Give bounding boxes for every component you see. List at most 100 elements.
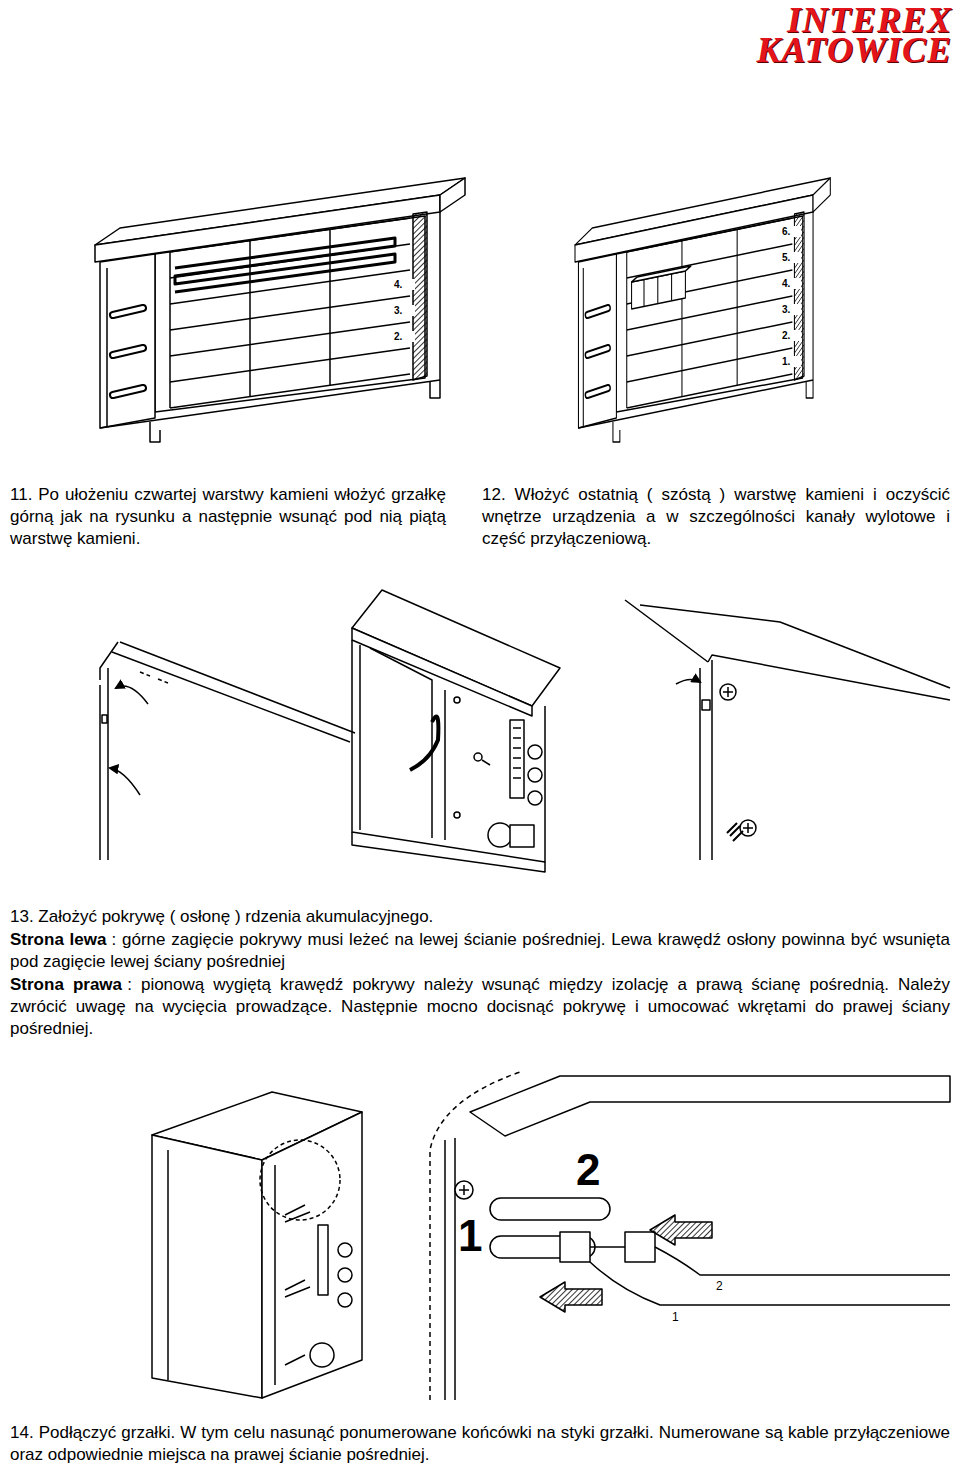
step-14-left-figure [310, 1343, 334, 1367]
instruction-text: Strona lewa: górne zagięcie pokrywy musi… [10, 929, 950, 973]
company-logo: INTEREX [690, 4, 952, 36]
step-14-detail [590, 1262, 950, 1305]
step-12-figure [575, 178, 830, 442]
step-13-middle-figure [474, 753, 482, 761]
step-13-right-detail [740, 820, 756, 836]
step-11-figure [95, 178, 465, 442]
layer-number: 3. [781, 304, 801, 315]
layer-number: 1. [781, 356, 801, 367]
step-13-right-detail [708, 655, 950, 700]
step-13-middle-figure [528, 745, 542, 759]
step-13-right-detail [720, 684, 736, 700]
step-14-detail [454, 1138, 456, 1400]
step-14-left-figure [338, 1293, 352, 1307]
step-11-figure [175, 238, 395, 292]
layer-number: 2. [394, 331, 414, 342]
layer-number: 4. [394, 279, 414, 290]
instruction-text: 13. Założyć pokrywę ( osłonę ) rdzenia a… [10, 906, 950, 928]
step-14-left-figure [152, 1135, 262, 1398]
step-14-detail [444, 1140, 446, 1400]
step-14-left-figure [338, 1268, 352, 1282]
step-13-left-detail [120, 642, 355, 733]
step-14-detail [430, 1072, 950, 1400]
layer-number: 3. [394, 305, 414, 316]
step-13-right-detail [723, 687, 733, 697]
step-12-figure [632, 266, 691, 282]
step-13-left-detail [140, 672, 168, 683]
section-heading: Strona lewa [10, 930, 106, 949]
step-13-middle-figure [510, 825, 534, 847]
callout-number: 2 [576, 1148, 610, 1192]
step-14-detail [650, 1215, 712, 1245]
layer-number: 1. [782, 356, 800, 367]
layer-number: 6. [781, 226, 801, 237]
step-13-right-detail [699, 668, 701, 860]
step-14-detail [470, 1076, 950, 1136]
step-14-left-figure [274, 1165, 276, 1385]
instruction-text: Strona prawa: pionową wygiętą krawędź po… [10, 974, 950, 1040]
layer-number: 5. [781, 252, 801, 263]
step-13-right-detail [640, 605, 950, 688]
wire-number: 2 [716, 1280, 730, 1293]
layer-number: 4. [781, 278, 801, 289]
step-13-right-detail [702, 700, 710, 710]
step-12-figure [575, 178, 830, 442]
layer-number: 3. [393, 305, 415, 316]
step-14-left-figure [318, 1225, 328, 1295]
step-13-left-detail [107, 668, 109, 860]
step-13-middle-figure [513, 728, 521, 778]
step-13-left-detail [112, 652, 350, 742]
layer-number: 4. [393, 279, 415, 290]
layer-number: 5. [782, 252, 800, 263]
step-14-left-figure [152, 1092, 362, 1398]
step-14-left-figure [262, 1112, 362, 1398]
step-11-figure [95, 178, 465, 442]
step-14-detail [455, 1181, 473, 1199]
section-heading: Strona prawa [10, 975, 122, 994]
step-13-middle-figure [352, 628, 532, 716]
step-13-middle-figure [528, 768, 542, 782]
step-13-left-detail [102, 715, 107, 723]
step-13-middle-figure [488, 823, 512, 847]
step-12-figure [657, 277, 658, 303]
wire-number: 2 [716, 1280, 730, 1293]
instruction-text: 11. Po ułożeniu czwartej warstwy kamieni… [10, 484, 446, 550]
instruction-text: 14. Podłączyć grzałki. W tym celu nasuną… [10, 1422, 950, 1466]
step-13-left-detail [100, 642, 355, 860]
instruction-text: 14. Podłączyć grzałki. W tym celu nasuną… [10, 1422, 950, 1466]
step-14-detail [459, 1185, 469, 1195]
step-14-detail [655, 1247, 950, 1275]
step-13-middle-figure [370, 648, 432, 838]
step-13-right-detail [727, 823, 743, 841]
step-12-figure [671, 274, 672, 300]
step-13-right-detail [625, 600, 950, 860]
wire-number: 1 [672, 1311, 686, 1324]
step-14-left-figure [285, 1205, 310, 1365]
company-logo: KATOWICE [690, 34, 952, 66]
step-14-detail [490, 1198, 610, 1220]
instruction-text: 13. Założyć pokrywę ( osłonę ) rdzenia a… [10, 906, 950, 928]
layer-number: 2. [781, 330, 801, 341]
instruction-text: 12. Włożyć ostatnią ( szóstą ) warstwę k… [482, 484, 950, 550]
step-13-left-detail [110, 768, 140, 795]
step-14-detail [590, 1246, 625, 1248]
company-logo: KATOWICE [690, 34, 952, 66]
layer-number: 2. [782, 330, 800, 341]
step-13-middle-figure [454, 697, 460, 703]
step-13-middle-figure [482, 760, 490, 765]
step-14-left-figure [338, 1243, 352, 1257]
callout-number: 1 [458, 1214, 488, 1258]
instruction-text: 11. Po ułożeniu czwartej warstwy kamieni… [10, 484, 446, 550]
step-13-right-detail [743, 823, 753, 833]
step-13-middle-figure [528, 791, 542, 805]
company-logo: INTEREX [690, 4, 952, 36]
callout-number: 1 [458, 1214, 488, 1258]
instruction-text: : pionową wygiętą krawędź pokrywy należy… [10, 975, 950, 1038]
step-14-detail [560, 1232, 590, 1262]
step-13-left-detail [116, 686, 148, 704]
step-13-middle-figure [410, 716, 438, 770]
instruction-text: : górne zagięcie pokrywy musi leżeć na l… [10, 930, 950, 971]
step-11-figure [175, 238, 395, 292]
wire-number: 1 [672, 1311, 686, 1324]
layer-number: 6. [782, 226, 800, 237]
